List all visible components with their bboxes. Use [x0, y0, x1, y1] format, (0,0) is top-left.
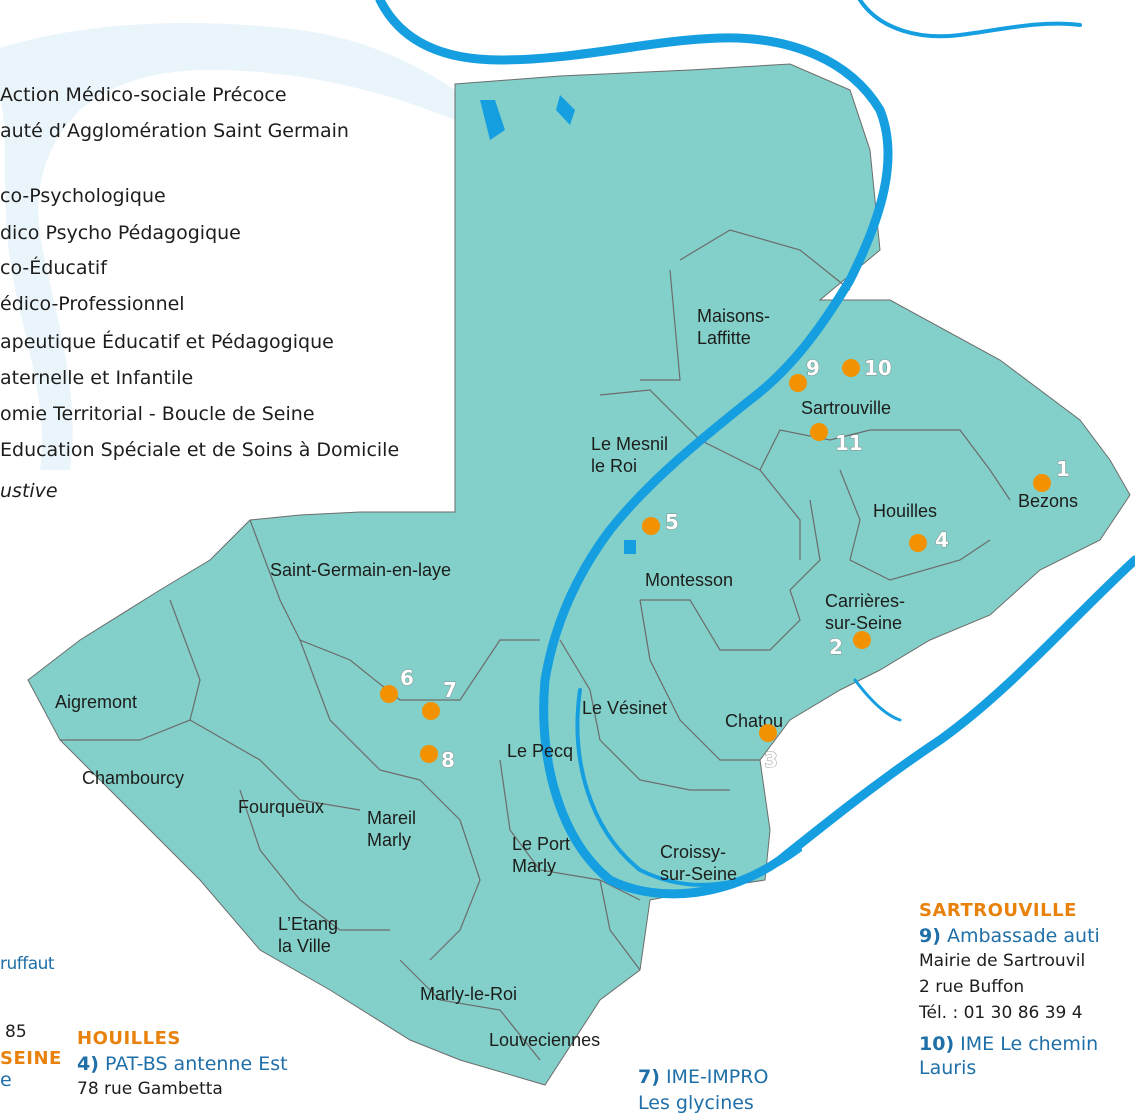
town-le-pecq: Le Pecq: [507, 741, 573, 761]
legend-item: apeutique Éducatif et Pédagogique: [0, 331, 334, 353]
center-info: 7) IME-IMPRO Les glycines: [638, 1066, 768, 1114]
town-sartrouville: Sartrouville: [801, 398, 891, 418]
legend-item: co-Psychologique: [0, 185, 166, 207]
sartrouville-entry-9: 9) Ambassade auti: [919, 925, 1100, 947]
marker-dot-9[interactable]: [789, 374, 807, 392]
left-info-lower: 85 SEINE e: [0, 1022, 62, 1091]
sartrouville-entry-10: 10) IME Le chemin: [919, 1033, 1100, 1055]
town-fourqueux: Fourqueux: [238, 797, 324, 817]
sartrouville-city-heading: SARTROUVILLE: [919, 900, 1077, 921]
town-marly-le-roi: Marly-le-Roi: [420, 984, 517, 1004]
entry9-name: Ambassade auti: [946, 925, 1100, 947]
marker-label-4: 4: [935, 528, 949, 552]
marker-label-8: 8: [441, 748, 455, 772]
marker-label-3: 3: [764, 748, 778, 772]
legend-item: auté d’Agglomération Saint Germain: [0, 120, 349, 142]
town-croissy-sur-seine: Croissy-sur-Seine: [660, 842, 737, 884]
marker-label-6: 6: [400, 666, 414, 690]
marker-label-7: 7: [443, 678, 457, 702]
lake-north-2: [480, 100, 505, 140]
left-info: ruffaut: [0, 954, 55, 974]
town-louveciennes: Louveciennes: [489, 1030, 600, 1050]
town-chambourcy: Chambourcy: [82, 768, 184, 788]
houilles-city-heading: HOUILLES: [77, 1028, 181, 1049]
left-info-line1: ruffaut: [0, 954, 55, 974]
town-aigremont: Aigremont: [55, 692, 137, 712]
marker-dot-1[interactable]: [1033, 474, 1051, 492]
town-montesson: Montesson: [645, 570, 733, 590]
town-houilles: Houilles: [873, 501, 937, 521]
markers: 1 2 3 4 5 6 7 8 9 10 11: [380, 356, 1070, 772]
center-entry-num: 7): [638, 1066, 660, 1088]
marker-dot-7[interactable]: [422, 702, 440, 720]
houilles-address: 78 rue Gambetta: [77, 1079, 223, 1099]
sartrouville-info: SARTROUVILLE 9) Ambassade auti Mairie de…: [919, 900, 1100, 1079]
center-entry-name: IME-IMPRO: [665, 1066, 769, 1088]
marker-dot-4[interactable]: [909, 534, 927, 552]
entry10-num: 10): [919, 1033, 955, 1055]
marker-dot-6[interactable]: [380, 685, 398, 703]
commune-borders: [60, 229, 1011, 1061]
marker-dot-8[interactable]: [420, 745, 438, 763]
town-le-vesinet: Le Vésinet: [582, 698, 667, 718]
town-saint-germain-en-laye: Saint-Germain-en-laye: [270, 560, 451, 580]
legend-item: omie Territorial - Boucle de Seine: [0, 403, 315, 425]
sartrouville-address: 2 rue Buffon: [919, 977, 1025, 997]
marker-dot-3[interactable]: [759, 724, 777, 742]
marker-label-11: 11: [835, 431, 863, 455]
legend-item: co-Éducatif: [0, 257, 107, 279]
legend-item: dico Psycho Pédagogique: [0, 222, 241, 244]
town-bezons: Bezons: [1018, 491, 1078, 511]
marker-label-2: 2: [829, 635, 843, 659]
marker-dot-10[interactable]: [842, 359, 860, 377]
legend-item: Education Spéciale et de Soins à Domicil…: [0, 439, 400, 461]
town-maisons-laffitte: Maisons-Laffitte: [697, 306, 770, 348]
houilles-info: HOUILLES 4) PAT-BS antenne Est 78 rue Ga…: [77, 1028, 288, 1099]
legend-note: ustive: [0, 480, 58, 502]
background-river-trace: [0, 23, 455, 471]
entry9-num: 9): [919, 925, 941, 947]
legend-item: Action Médico-sociale Précoce: [0, 84, 287, 106]
houilles-entry-name: PAT-BS antenne Est: [104, 1053, 288, 1075]
houilles-entry-num: 4): [77, 1053, 99, 1075]
marker-dot-2[interactable]: [853, 631, 871, 649]
center-entry-sub: Les glycines: [638, 1092, 754, 1114]
marker-dot-11[interactable]: [810, 423, 828, 441]
marker-label-9: 9: [806, 356, 820, 380]
seine-river: [375, 0, 1135, 899]
legend-item: édico-Professionnel: [0, 293, 185, 315]
sartrouville-tel: Tél. : 01 30 86 39 4: [919, 1003, 1083, 1023]
entry10-name: IME Le chemin: [960, 1033, 1099, 1055]
sartrouville-entry-10-sub: Lauris: [919, 1057, 977, 1079]
legend-item: aternelle et Infantile: [0, 367, 194, 389]
center-entry: 7) IME-IMPRO: [638, 1066, 768, 1088]
town-carrieres-sur-seine: Carrières-sur-Seine: [825, 591, 905, 633]
lake-west: [624, 540, 636, 554]
marker-dot-5[interactable]: [642, 517, 660, 535]
left-info-line2: 85: [5, 1022, 27, 1042]
left-info-line4: e: [0, 1069, 12, 1091]
marker-label-5: 5: [665, 510, 679, 534]
lake-north: [556, 95, 575, 125]
marker-label-1: 1: [1056, 457, 1070, 481]
left-info-line3: SEINE: [0, 1048, 62, 1069]
sartrouville-mairie: Mairie de Sartrouvil: [919, 951, 1086, 971]
houilles-entry: 4) PAT-BS antenne Est: [77, 1053, 288, 1075]
marker-label-10: 10: [864, 356, 892, 380]
